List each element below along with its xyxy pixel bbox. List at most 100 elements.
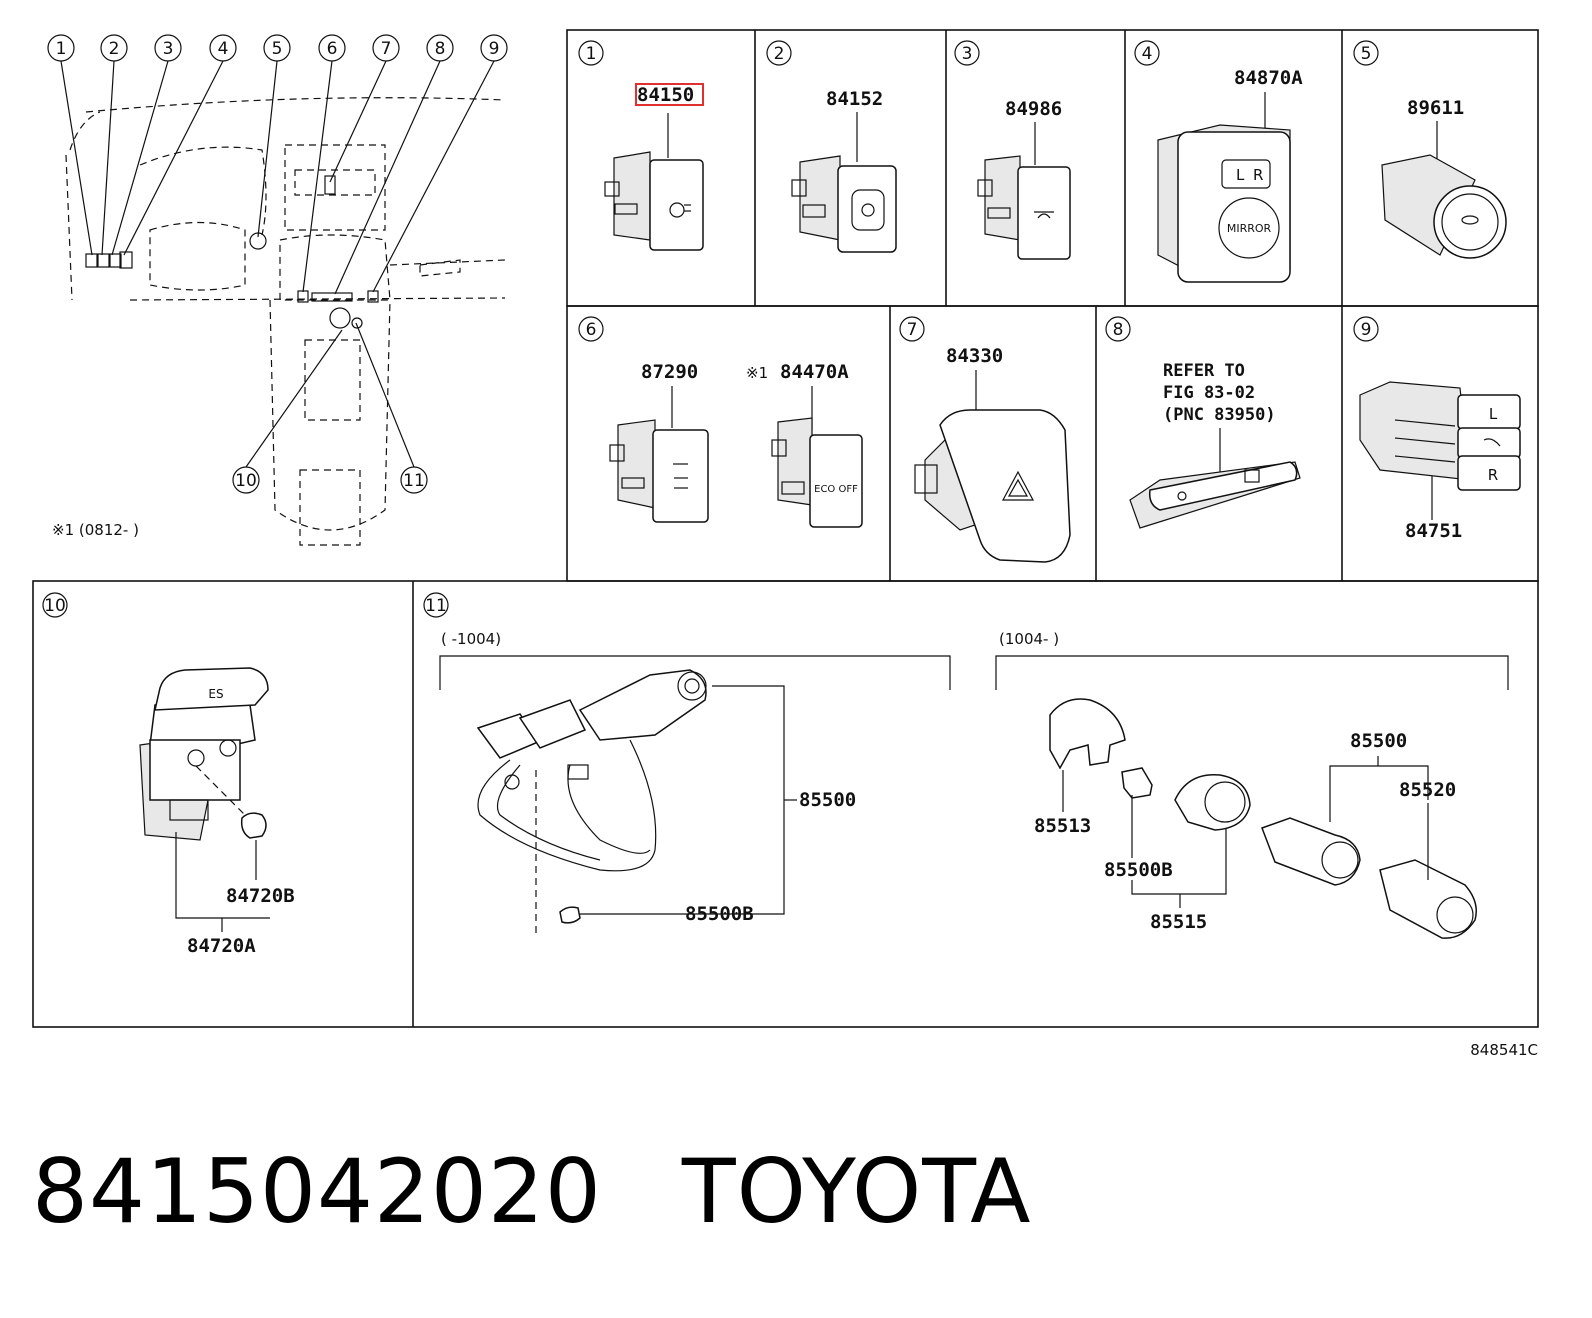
panel-4-number: 4	[1142, 44, 1153, 64]
overview-leader-lines	[60, 60, 495, 468]
callout-2[interactable]: 2	[109, 39, 120, 59]
overview-dashboard: 1 2 3 4 5 6 7 8 9 10 11	[47, 34, 508, 546]
seat-heat-icon	[1483, 438, 1501, 447]
range-right-label: (1004- )	[999, 630, 1059, 648]
footer-title: 8415042020 TOYOTA	[32, 1140, 1031, 1243]
panel-9-part-label[interactable]: 84751	[1405, 520, 1462, 542]
callout-6[interactable]: 6	[327, 39, 338, 59]
panel-6-part-a-label[interactable]: 87290	[641, 361, 698, 383]
panel-7-number: 7	[907, 320, 918, 340]
leveling-dial-icon	[851, 189, 885, 231]
callout-8[interactable]: 8	[435, 39, 446, 59]
callout-5[interactable]: 5	[272, 39, 283, 59]
callout-1[interactable]: 1	[56, 39, 67, 59]
dashboard-outline	[65, 97, 506, 546]
ring-85515	[1174, 773, 1251, 831]
footer-part-number: 8415042020	[32, 1140, 602, 1243]
socket-85500-right	[1261, 817, 1361, 886]
panel-8-refer-line1[interactable]: REFER TO	[1163, 361, 1245, 381]
panel-6-part-b-label[interactable]: 84470A	[780, 361, 849, 383]
overview-callouts: 1 2 3 4 5 6 7 8 9 10 11	[47, 34, 508, 494]
panel-8-refer-line2[interactable]: FIG 83-02	[1163, 383, 1255, 403]
panel-11-right-85500b[interactable]: 85500B	[1104, 859, 1173, 881]
eco-off-label: ECO OFF	[814, 484, 858, 495]
eco-off-switch: ECO OFF	[771, 417, 863, 528]
panel-8[interactable]: 8 REFER TO FIG 83-02 (PNC 83950)	[1105, 316, 1301, 529]
mirror-label: MIRROR	[1227, 222, 1272, 235]
panel-5-number: 5	[1361, 44, 1372, 64]
panel-grid	[32, 29, 1539, 1028]
panel-11-left-85500b[interactable]: 85500B	[685, 903, 754, 925]
panel-11-left-85500[interactable]: 85500	[799, 789, 856, 811]
panel-1[interactable]: 1 84150	[578, 40, 704, 251]
panel-4-part-label[interactable]: 84870A	[1234, 67, 1303, 89]
panel-10-number: 10	[44, 596, 66, 616]
panel-11-number: 11	[425, 596, 447, 616]
mirror-l-label: L	[1236, 166, 1245, 184]
panel-6-note-mark: ※1	[746, 364, 768, 382]
mirror-knob	[1218, 197, 1280, 259]
toyota-emblem-icon	[1461, 215, 1479, 225]
footer-brand: TOYOTA	[681, 1140, 1032, 1243]
fog-light-icon	[669, 202, 685, 218]
panel-10-part-a-label[interactable]: 84720B	[226, 885, 295, 907]
panel-5[interactable]: 5 89611	[1353, 40, 1507, 259]
callout-7[interactable]: 7	[381, 39, 392, 59]
bulb-85500b-right	[1121, 767, 1153, 799]
mirror-r-label: R	[1253, 166, 1263, 184]
panel-4[interactable]: 4 84870A L R MIRROR	[1134, 40, 1303, 283]
switch-bar-83950	[1129, 461, 1301, 529]
panel-10[interactable]: 10 ES 84720B 84720A	[42, 592, 295, 957]
overview-footnote: ※1 (0812- )	[52, 521, 139, 539]
panel-10-part-b-label[interactable]: 84720A	[187, 935, 256, 957]
es-label: ES	[208, 687, 223, 701]
panel-11-right-85520[interactable]: 85520	[1399, 779, 1456, 801]
skid-car-icon	[1034, 211, 1054, 219]
panel-2[interactable]: 2 84152	[766, 40, 897, 253]
panel-7-part-label[interactable]: 84330	[946, 345, 1003, 367]
seat-r-label: R	[1488, 466, 1498, 484]
panel-3[interactable]: 3 84986	[954, 40, 1071, 260]
panel-2-number: 2	[774, 44, 785, 64]
dashboard-switch-blocks	[85, 175, 379, 329]
panel-1-number: 1	[586, 44, 597, 64]
panel-7[interactable]: 7 84330	[899, 316, 1071, 563]
range-left-label: ( -1004)	[441, 630, 501, 648]
push-start-switch	[1381, 154, 1507, 259]
panel-11-right-85500[interactable]: 85500	[1350, 730, 1407, 752]
seat-l-label: L	[1489, 405, 1498, 423]
cigarette-lighter-harness	[476, 669, 707, 938]
panel-2-part-label[interactable]: 84152	[826, 88, 883, 110]
callout-9[interactable]: 9	[489, 39, 500, 59]
figure-code: 848541C	[1470, 1041, 1538, 1059]
switch-87290	[609, 419, 709, 523]
fog-light-switch	[604, 151, 704, 251]
panel-3-part-label[interactable]: 84986	[1005, 98, 1062, 120]
panel-9-number: 9	[1361, 320, 1372, 340]
callout-4[interactable]: 4	[218, 39, 229, 59]
callout-10[interactable]: 10	[235, 471, 257, 491]
panel-1-part-label[interactable]: 84150	[637, 84, 694, 106]
panel-6-number: 6	[586, 320, 597, 340]
panel-11[interactable]: 11 ( -1004) (1004- ) 85500 85500B	[423, 592, 1509, 939]
headlight-leveling-switch	[791, 155, 897, 253]
hazard-triangle-icon	[1001, 470, 1035, 501]
panel-6[interactable]: 6 87290 ※1 84470A ECO OFF	[578, 316, 863, 528]
callout-11[interactable]: 11	[403, 471, 425, 491]
panel-9[interactable]: 9 L R 84751	[1353, 316, 1521, 542]
vsc-off-switch	[977, 155, 1071, 260]
selected-part-highlight	[635, 83, 704, 106]
panel-8-refer-line3[interactable]: (PNC 83950)	[1163, 405, 1276, 425]
panel-11-right-85513[interactable]: 85513	[1034, 815, 1091, 837]
mirror-switch: L R MIRROR	[1157, 124, 1291, 283]
callout-3[interactable]: 3	[163, 39, 174, 59]
bulb-84720b	[240, 812, 267, 839]
panel-8-number: 8	[1113, 320, 1124, 340]
panel-5-part-label[interactable]: 89611	[1407, 97, 1464, 119]
es-switch-assembly: ES	[139, 667, 269, 841]
socket-85513	[1049, 698, 1126, 770]
lighter-85520	[1379, 859, 1477, 939]
lighter-parts-right	[1049, 698, 1477, 939]
panel-11-right-85515[interactable]: 85515	[1150, 911, 1207, 933]
